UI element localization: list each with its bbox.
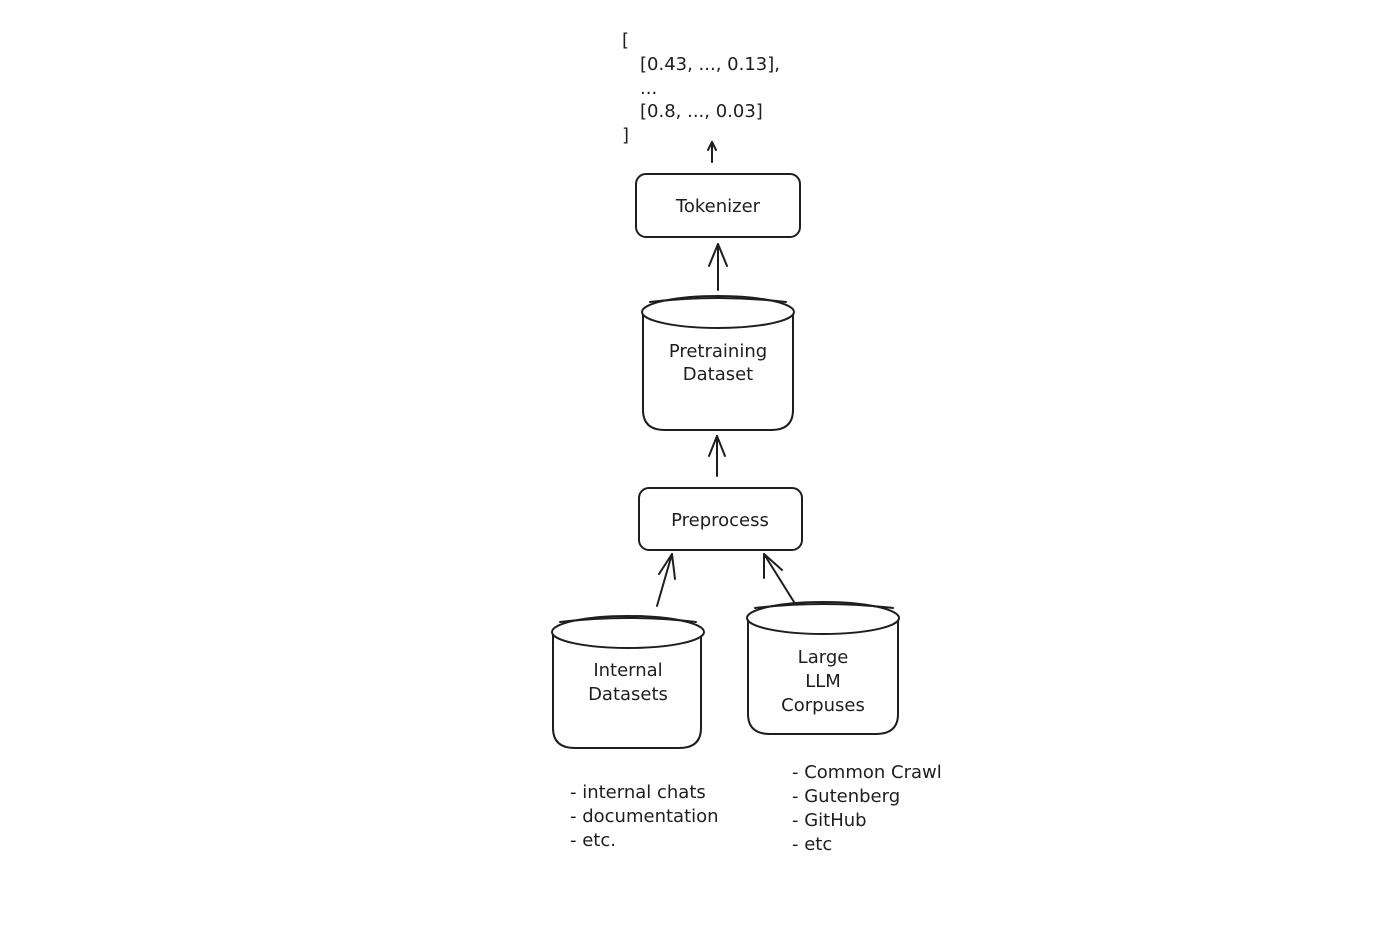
output-line: [0.8, ..., 0.03] bbox=[640, 101, 763, 122]
note-item: - etc bbox=[792, 834, 832, 855]
preprocess-node: Preprocess bbox=[638, 487, 803, 551]
arrow-corpuses-to-preprocess bbox=[763, 553, 795, 603]
preprocess-label: Preprocess bbox=[671, 510, 769, 531]
output-line: ] bbox=[622, 125, 629, 146]
note-item: - documentation bbox=[570, 806, 719, 827]
internal-notes: - internal chats - documentation - etc. bbox=[570, 782, 719, 851]
internal-datasets-node: Internal Datasets bbox=[551, 615, 705, 749]
output-vector: [ [0.43, ..., 0.13], ... [0.8, ..., 0.03… bbox=[622, 30, 780, 146]
internal-datasets-label-1: Internal bbox=[593, 660, 662, 681]
pretraining-dataset-label-1: Pretraining bbox=[669, 341, 767, 362]
output-line: [ bbox=[622, 30, 629, 51]
output-line: [0.43, ..., 0.13], bbox=[640, 54, 780, 75]
note-item: - Common Crawl bbox=[792, 762, 942, 783]
arrow-pretraining-to-tokenizer bbox=[708, 243, 728, 291]
note-item: - Gutenberg bbox=[792, 786, 900, 807]
note-item: - GitHub bbox=[792, 810, 867, 831]
note-item: - internal chats bbox=[570, 782, 706, 803]
pretraining-dataset-label-2: Dataset bbox=[683, 364, 754, 385]
large-llm-corpuses-label-3: Corpuses bbox=[781, 695, 865, 716]
note-item: - etc. bbox=[570, 830, 616, 851]
large-llm-corpuses-label-2: LLM bbox=[805, 671, 841, 692]
output-line: ... bbox=[640, 78, 657, 99]
arrow-preprocess-to-pretraining bbox=[708, 435, 726, 477]
tokenizer-node: Tokenizer bbox=[635, 173, 801, 238]
internal-datasets-label-2: Datasets bbox=[588, 684, 668, 705]
arrow-tokenizer-to-output bbox=[707, 141, 717, 163]
corpuses-notes: - Common Crawl - Gutenberg - GitHub - et… bbox=[792, 762, 942, 855]
large-llm-corpuses-node: Large LLM Corpuses bbox=[746, 601, 900, 735]
large-llm-corpuses-label-1: Large bbox=[798, 647, 849, 668]
tokenizer-label: Tokenizer bbox=[675, 196, 761, 217]
pretraining-dataset-node: Pretraining Dataset bbox=[641, 295, 795, 431]
arrow-internal-to-preprocess bbox=[656, 553, 676, 607]
